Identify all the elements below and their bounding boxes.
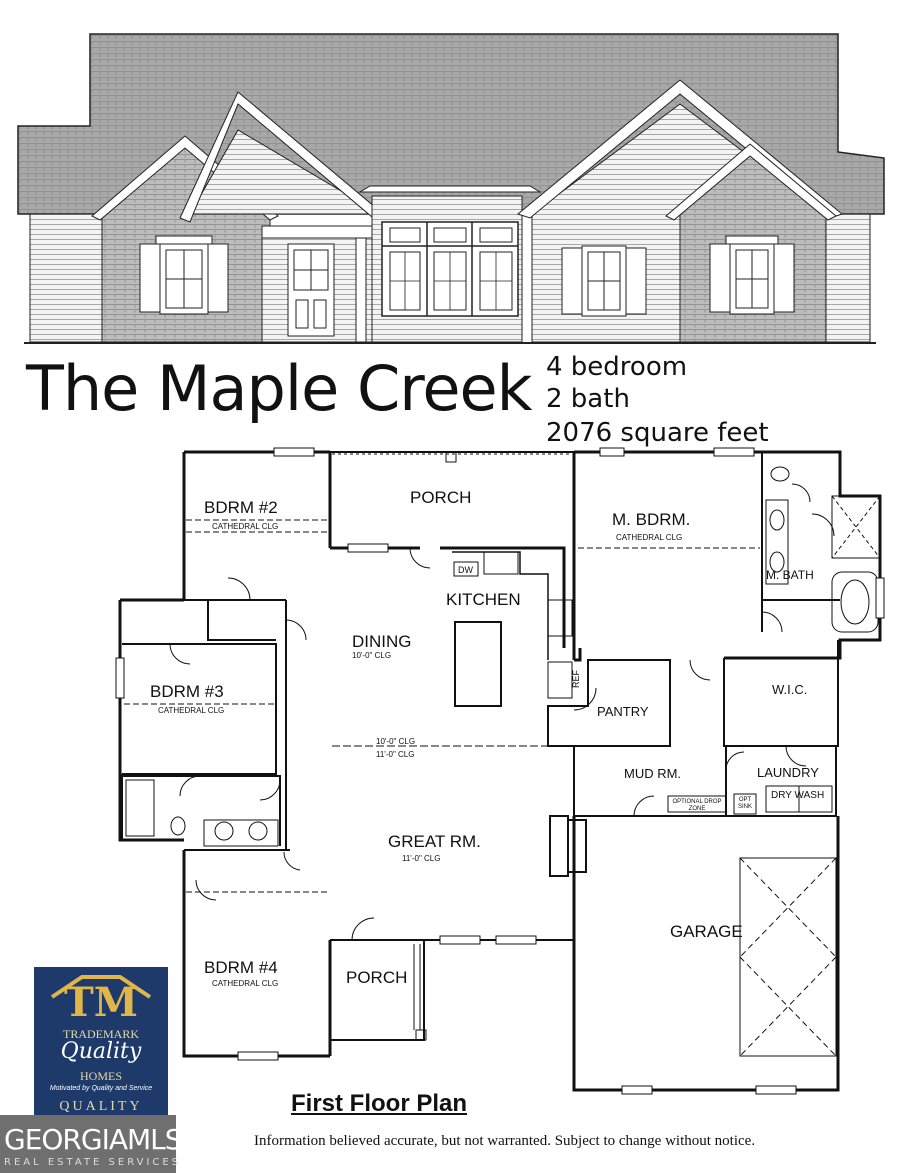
master-bath-label: M. BATH (766, 568, 814, 582)
trademark-quality-homes-logo: TM TRADEMARK Quality HOMES Motivated by … (34, 967, 168, 1117)
front-elevation-drawing (17, 33, 885, 344)
logo-roof-mark (50, 975, 152, 999)
ceiling-11-note: 11'-0" CLG (376, 750, 415, 759)
bdrm2-ceiling-note: CATHEDRAL CLG (212, 522, 279, 531)
mud-room-label: MUD RM. (624, 766, 682, 781)
mls-subtitle: REAL ESTATE SERVICES (4, 1157, 182, 1168)
bdrm4-label: BDRM #4 (204, 958, 278, 977)
window-right (709, 235, 795, 315)
logo-homes: HOMES (79, 1069, 122, 1083)
laundry-label: LAUNDRY (757, 765, 819, 780)
logo-letters: TM (63, 979, 139, 1026)
bath-count: 2 bath (546, 384, 630, 414)
refrigerator-label: REF (571, 670, 581, 688)
disclaimer-notice: Information believed accurate, but not w… (254, 1133, 756, 1149)
dining-label: DINING (352, 632, 412, 651)
floor-plan-caption: First Floor Plan (291, 1090, 468, 1117)
dining-ceiling-note: 10'-0" CLG (352, 651, 392, 660)
dishwasher-label: DW (458, 565, 473, 575)
logo-company: TRADEMARK (62, 1027, 139, 1041)
mls-name: GEORGIAMLS (4, 1123, 183, 1156)
georgia-mls-watermark: GEORGIAMLS REAL ESTATE SERVICES (0, 1115, 183, 1173)
left-wing-wall (29, 213, 103, 343)
window-left (139, 235, 229, 315)
logo-quality-footer: QUALITY (59, 1099, 143, 1114)
bdrm3-ceiling-note: CATHEDRAL CLG (158, 706, 225, 715)
logo-quality: Quality (60, 1039, 142, 1064)
great-room-label: GREAT RM. (388, 832, 481, 851)
kitchen-label: KITCHEN (446, 590, 521, 609)
ceiling-10-note: 10'-0" CLG (376, 737, 416, 746)
optional-drop-zone-label: OPTIONAL DROP ZONE (672, 799, 722, 812)
dry-wash-label: DRY WASH (771, 790, 825, 801)
optional-sink-label: OPT SINK (737, 797, 752, 810)
bdrm3-label: BDRM #3 (150, 682, 224, 701)
garage-label: GARAGE (670, 922, 743, 941)
pantry-label: PANTRY (597, 704, 649, 719)
logo-tagline: Motivated by Quality and Service (49, 1085, 153, 1092)
bdrm2-label: BDRM #2 (204, 498, 278, 517)
master-ceiling-note: CATHEDRAL CLG (616, 533, 683, 542)
square-footage: 2076 square feet (546, 418, 769, 448)
window-center-right (561, 245, 647, 317)
wic-label: W.I.C. (772, 682, 808, 697)
master-bedroom-label: M. BDRM. (612, 510, 691, 529)
bdrm4-ceiling-note: CATHEDRAL CLG (212, 979, 279, 988)
porch-bottom-label: PORCH (346, 968, 408, 987)
bedroom-count: 4 bedroom (546, 352, 688, 382)
great-room-ceiling-note: 11'-0" CLG (402, 854, 441, 863)
house-name-title: The Maple Creek (26, 352, 533, 425)
porch-top-label: PORCH (410, 488, 472, 507)
